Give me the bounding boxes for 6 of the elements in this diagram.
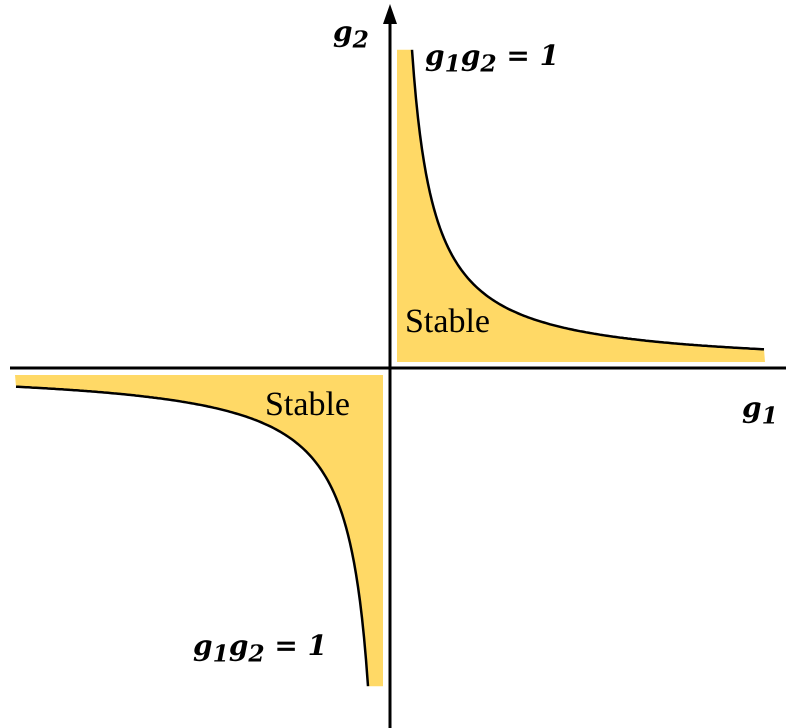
region-label: Stable	[265, 388, 350, 422]
region-label: Stable	[405, 305, 490, 339]
equation-label: g$_{1}$g$_{2}$ = 1	[193, 632, 328, 666]
equation-label: g$_{1}$g$_{2}$ = 1	[425, 42, 560, 76]
axis-label: g$_{2}$	[333, 18, 369, 52]
axis-label: g$_{1}$	[742, 394, 778, 428]
